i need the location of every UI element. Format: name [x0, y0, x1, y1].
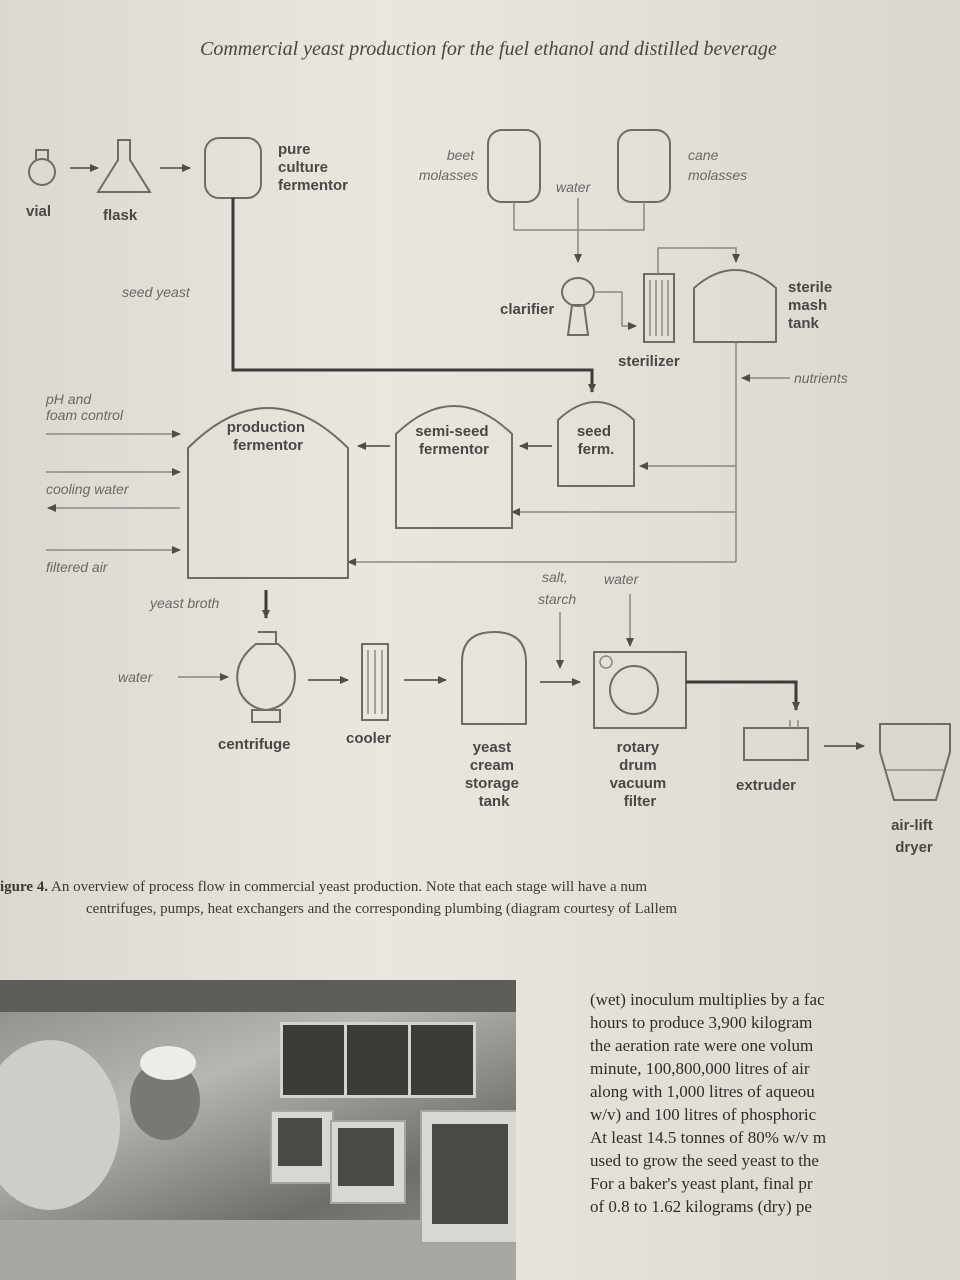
vial-label: vial — [26, 203, 51, 220]
pure-culture-fermentor-vessel — [204, 137, 262, 199]
nutrients-label: nutrients — [794, 370, 848, 386]
control-room-photo — [0, 980, 516, 1280]
body-line: along with 1,000 litres of aqueou — [590, 1082, 815, 1101]
yeast-broth-label: yeast broth — [149, 595, 219, 611]
sterilizer-icon — [643, 273, 675, 343]
seed-fermentor-vessel — [557, 401, 635, 487]
beet-molasses-label: beet molasses — [419, 147, 478, 183]
drum-to-extruder-line — [686, 680, 800, 711]
figure-number: igure 4. — [0, 879, 49, 895]
caption-line-1: An overview of process flow in commercia… — [51, 879, 648, 895]
vial-icon — [28, 149, 56, 186]
cane-molasses-label: cane molasses — [688, 147, 747, 183]
flask-icon — [96, 139, 152, 193]
cooler-label: cooler — [346, 730, 391, 747]
sterile-mash-tank — [693, 269, 777, 343]
body-line: For a baker's yeast plant, final pr — [590, 1174, 813, 1193]
body-text: (wet) inoculum multiplies by a fac hours… — [590, 988, 960, 1218]
centrifuge-label: centrifuge — [218, 736, 291, 753]
clarifier-to-sterilizer-line — [594, 291, 637, 330]
body-line: hours to produce 3,900 kilogram — [590, 1013, 813, 1032]
semi-seed-fermentor-vessel — [395, 405, 513, 529]
cane-molasses-tank — [617, 129, 671, 203]
production-fermentor-vessel — [187, 407, 349, 579]
sterile-mash-label: sterile mash tank — [788, 279, 836, 332]
yeast-cream-storage-tank — [461, 630, 527, 725]
seed-yeast-line — [231, 198, 596, 393]
figure-caption: igure 4. An overview of process flow in … — [0, 876, 960, 920]
production-fermentor-label: production fermentor — [227, 419, 310, 454]
body-line: the aeration rate were one volum — [590, 1036, 814, 1055]
caption-line-2: centrifuges, pumps, heat exchangers and … — [86, 901, 678, 917]
air-lift-dryer-label: air-lift dryer — [891, 817, 937, 856]
water-drum-label: water — [604, 571, 640, 587]
semi-seed-label: semi-seed fermentor — [415, 423, 493, 458]
air-lift-dryer-icon — [879, 723, 951, 801]
extruder-label: extruder — [736, 777, 796, 794]
running-head: Commercial yeast production for the fuel… — [200, 38, 777, 60]
ph-foam-label: pH and foam control — [45, 391, 124, 423]
sterilizer-label: sterilizer — [618, 353, 680, 370]
water-top-label: water — [556, 179, 592, 195]
filtered-air-label: filtered air — [46, 559, 109, 575]
salt-starch-label: salt, starch — [538, 569, 576, 607]
clarifier-label: clarifier — [500, 301, 554, 318]
body-line: minute, 100,800,000 litres of air — [590, 1059, 810, 1078]
body-line: used to grow the seed yeast to the — [590, 1151, 819, 1170]
flask-label: flask — [103, 207, 138, 224]
molasses-feed-lines — [513, 202, 645, 231]
body-line: (wet) inoculum multiplies by a fac — [590, 990, 825, 1009]
body-line: of 0.8 to 1.62 kilograms (dry) pe — [590, 1197, 812, 1216]
yeast-cream-label: yeast cream storage tank — [465, 739, 523, 810]
body-line: At least 14.5 tonnes of 80% w/v m — [590, 1128, 827, 1147]
seed-ferm-label: seed ferm. — [577, 423, 615, 458]
sterilizer-to-mash-line — [657, 247, 740, 274]
pure-culture-label: pure culture fermentor — [278, 141, 348, 194]
extruder-icon — [743, 720, 809, 761]
water-centrifuge-label: water — [118, 669, 154, 685]
rotary-drum-label: rotary drum vacuum filter — [610, 739, 671, 810]
body-line: w/v) and 100 litres of phosphoric — [590, 1105, 817, 1124]
rotary-drum-filter-icon — [593, 651, 687, 729]
centrifuge-icon — [236, 631, 296, 723]
cooling-water-label: cooling water — [46, 481, 130, 497]
cooler-icon — [361, 643, 389, 721]
clarifier-icon — [561, 277, 595, 336]
process-flow-diagram: vial flask pure culture fermentor seed y… — [26, 129, 951, 856]
beet-molasses-tank — [487, 129, 541, 203]
seed-yeast-label: seed yeast — [122, 284, 191, 300]
